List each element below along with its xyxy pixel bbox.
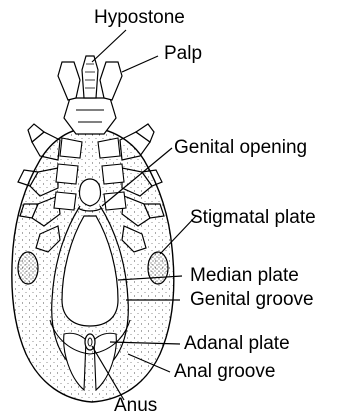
label-stigmatal-plate: Stigmatal plate: [190, 208, 316, 228]
label-adanal-plate: Adanal plate: [184, 334, 290, 354]
basis-capituli: [64, 98, 116, 134]
palp-left: [58, 62, 80, 100]
label-genital-opening: Genital opening: [174, 138, 307, 158]
label-anal-groove: Anal groove: [174, 362, 275, 382]
stigmatal-plate-right: [148, 252, 168, 284]
label-palp: Palp: [164, 44, 202, 64]
stigmatal-plate-left: [18, 252, 38, 284]
hypostome: [82, 56, 98, 98]
label-median-plate: Median plate: [190, 266, 299, 286]
genital-opening: [79, 179, 100, 206]
label-hypostome: Hypostone: [94, 8, 185, 28]
label-genital-groove: Genital groove: [190, 290, 314, 310]
palp-right: [100, 62, 122, 100]
label-anus: Anus: [114, 396, 157, 416]
